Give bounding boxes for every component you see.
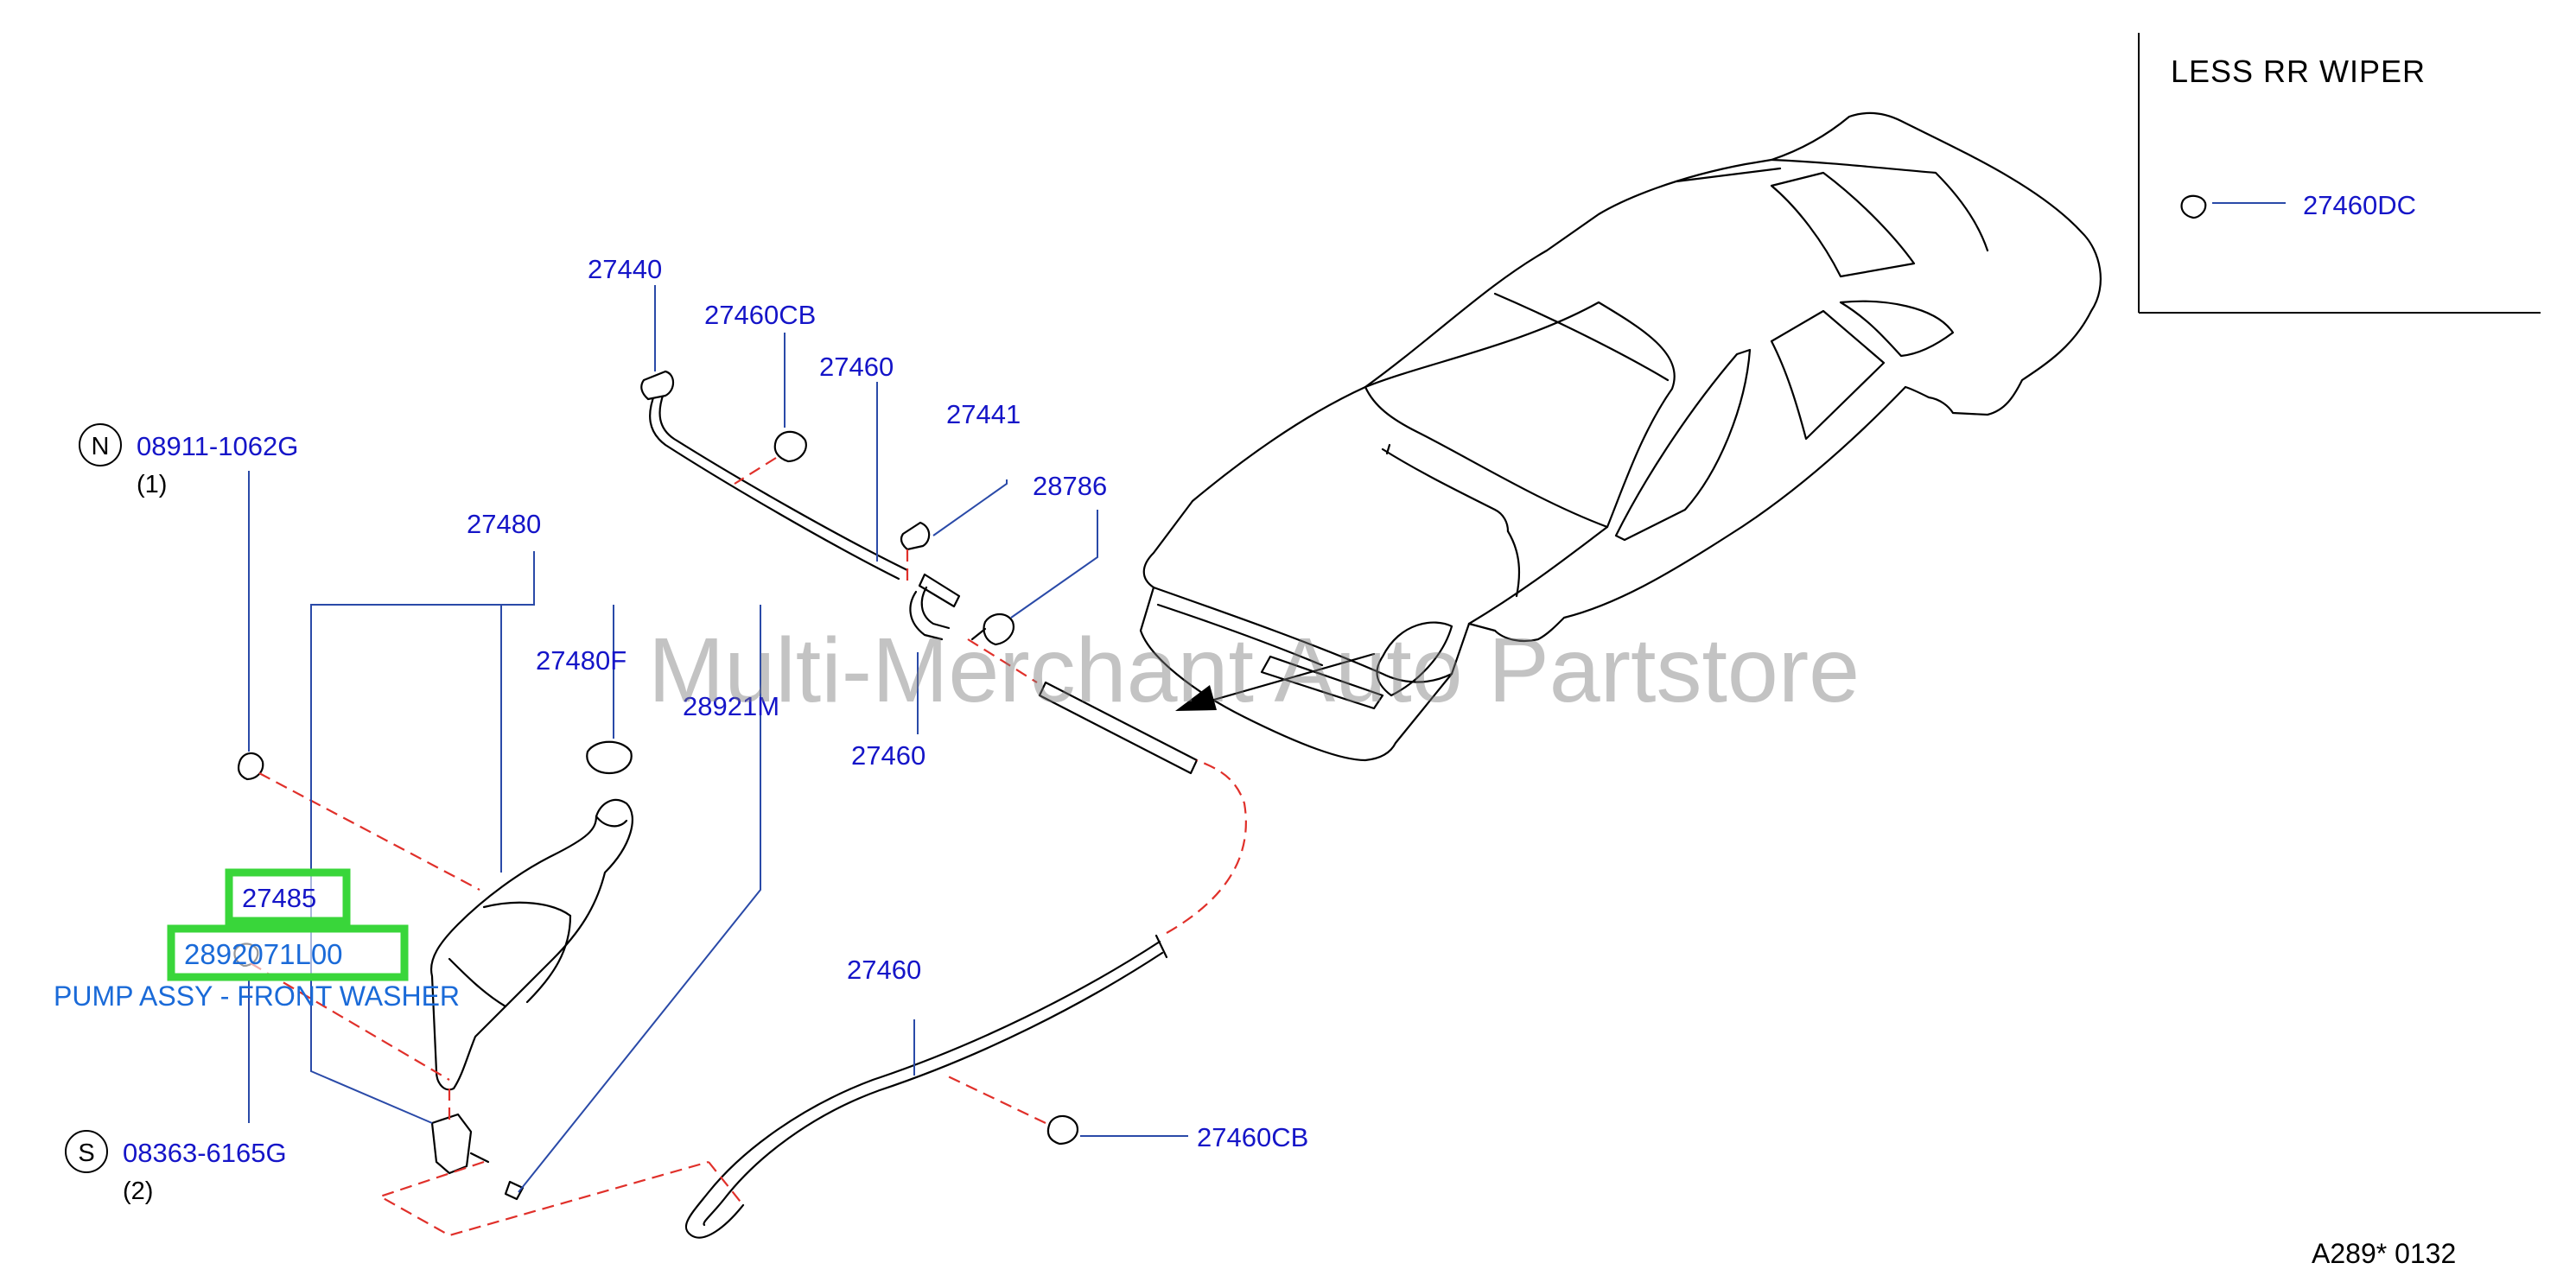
callout-27480[interactable]: 27480 [467, 509, 541, 539]
washer-components [233, 370, 1199, 1239]
note-mark-s: S [78, 1139, 94, 1167]
assembly-leaders [250, 457, 1247, 1237]
callout-27460-upper[interactable]: 27460 [819, 352, 894, 382]
note-mark-n-circle [79, 423, 122, 466]
legend-title: LESS RR WIPER [2171, 54, 2426, 89]
highlight-box-27485 [225, 868, 351, 925]
callout-27460dc[interactable]: 27460DC [2303, 190, 2416, 220]
callout-leaders [248, 285, 1188, 1193]
note-mark-s-circle [65, 1130, 108, 1173]
watermark: Multi-Merchant Auto Partstore [648, 619, 1860, 721]
callout-labels: 27440 27460CB 27460 27441 28786 N 08911-… [65, 254, 1308, 1205]
callout-27460cb-bottom[interactable]: 27460CB [1197, 1122, 1308, 1152]
callout-27460cb-top[interactable]: 27460CB [704, 300, 816, 330]
highlight-box-2892071l00 [167, 924, 409, 981]
callout-27480f[interactable]: 27480F [536, 645, 627, 676]
callout-28921m[interactable]: 28921M [683, 691, 779, 721]
callout-27460-lower[interactable]: 27460 [847, 955, 921, 985]
car-body-illustration [1139, 111, 2102, 762]
callout-08911-1062g[interactable]: 08911-1062G [137, 431, 298, 461]
legend-box: LESS RR WIPER 27460DC [2138, 33, 2541, 314]
callout-28786[interactable]: 28786 [1033, 471, 1107, 501]
callout-08363-6165g[interactable]: 08363-6165G [123, 1138, 287, 1168]
qty-08911: (1) [137, 471, 167, 498]
note-mark-n: N [92, 433, 110, 460]
highlighted-parts: 27485 2892071L00 PUMP ASSY - FRONT WASHE… [54, 868, 460, 1012]
qty-08363: (2) [123, 1177, 153, 1205]
callout-2892071l00[interactable]: 2892071L00 [184, 938, 343, 970]
callout-27440[interactable]: 27440 [588, 254, 662, 284]
callout-27460-joint[interactable]: 27460 [851, 740, 925, 771]
grommet-icon [2180, 194, 2207, 219]
callout-27441[interactable]: 27441 [946, 399, 1021, 429]
diagram-code: A289* 0132 [2312, 1238, 2456, 1269]
callout-27485[interactable]: 27485 [242, 883, 316, 913]
part-description: PUMP ASSY - FRONT WASHER [54, 981, 460, 1012]
